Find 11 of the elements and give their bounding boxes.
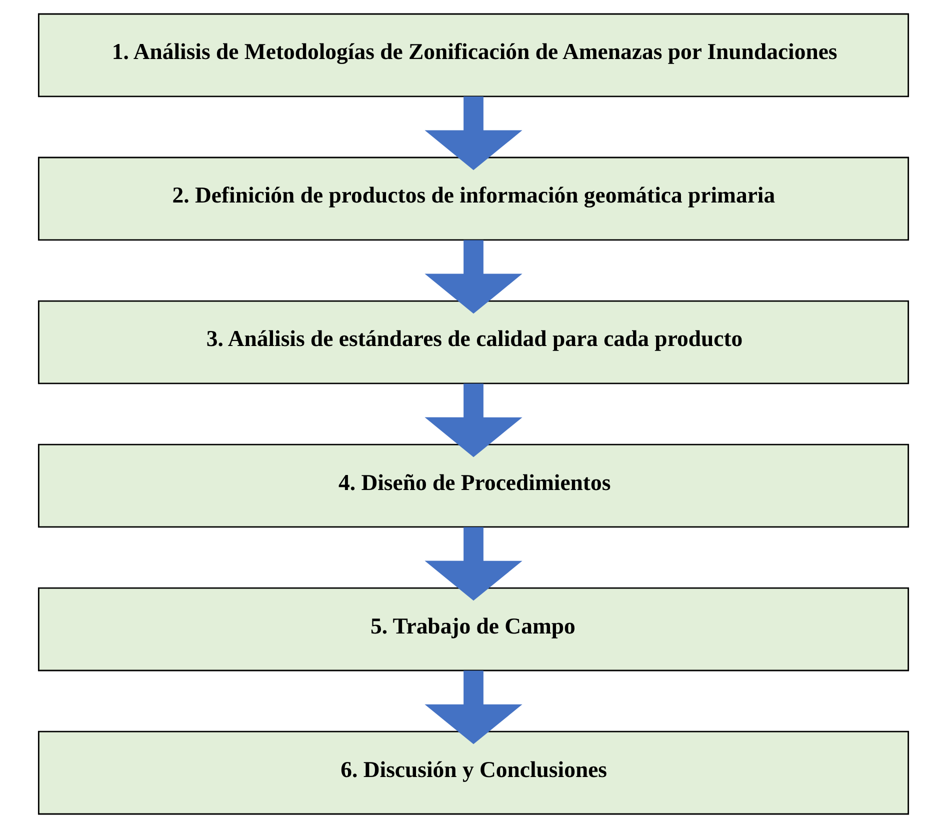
node-box: 5. Trabajo de Campo (37, 587, 909, 672)
arrow (424, 240, 522, 314)
node-box: 6. Discusión y Conclusiones (37, 730, 909, 815)
arrow (424, 96, 522, 170)
arrow (424, 527, 522, 601)
node-box: 2. Definición de productos de información geomática primaria (37, 156, 909, 241)
node-box: 3. Análisis de estándares de calidad para cada producto (37, 300, 909, 384)
arrow (424, 670, 522, 744)
node-box: 4. Diseño de Procedimientos (37, 444, 909, 528)
arrow (424, 384, 522, 458)
node-box: 1. Análisis de Metodologías de Zonificación de Amenazas por Inundaciones (37, 13, 909, 98)
